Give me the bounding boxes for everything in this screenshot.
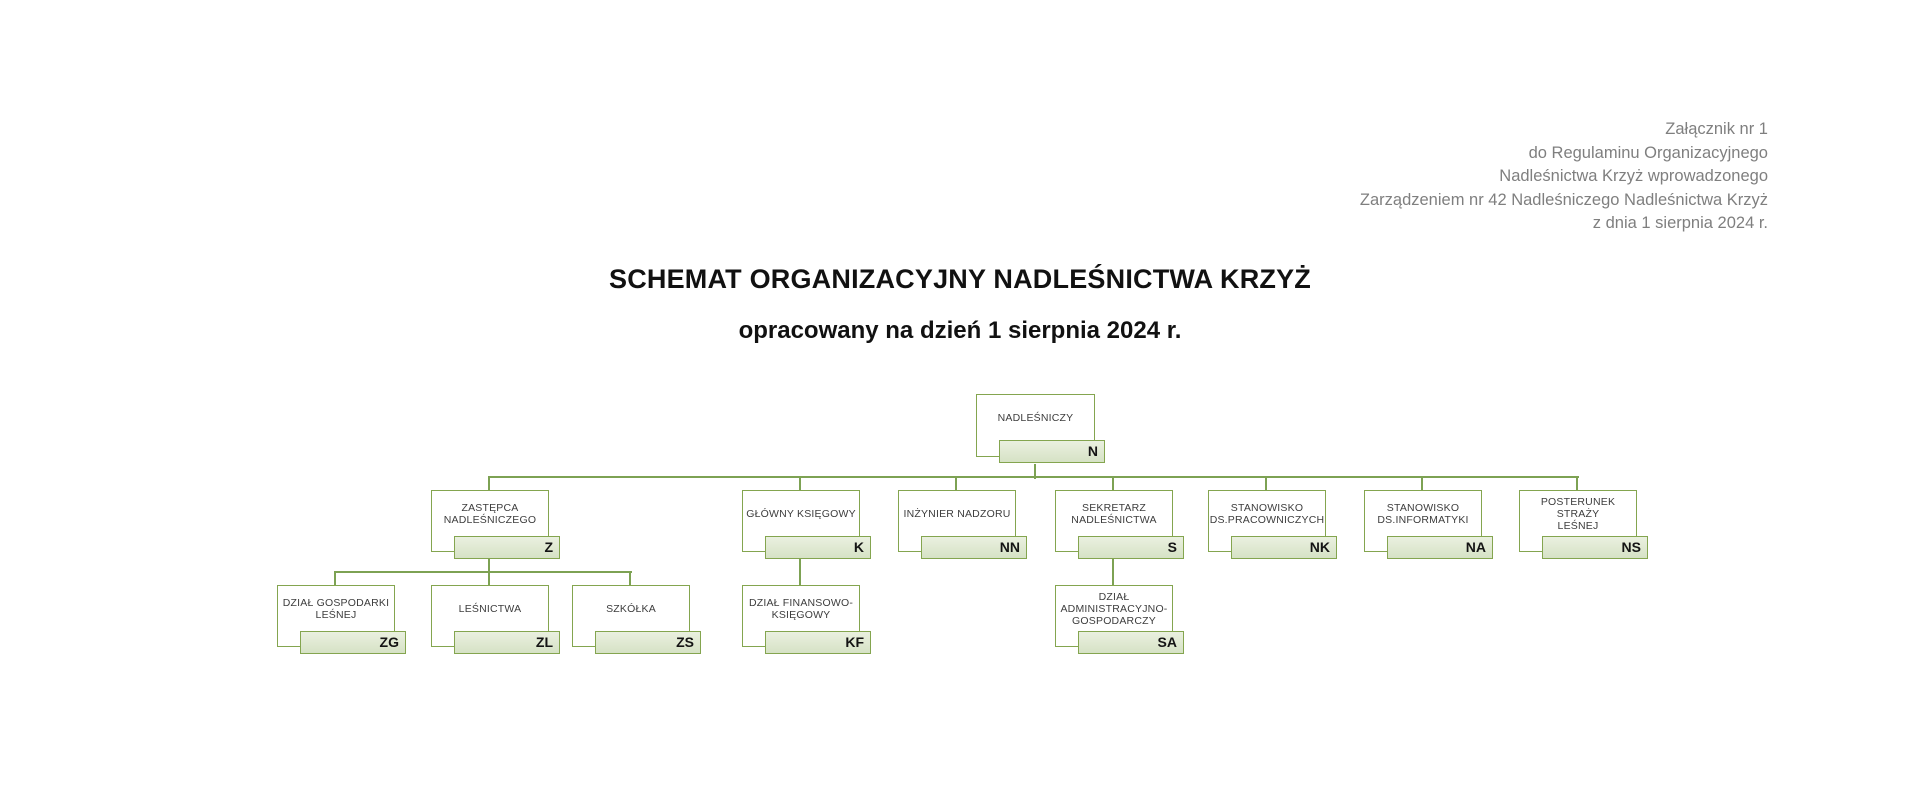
org-node-kf: DZIAŁ FINANSOWO- KSIĘGOWY KF bbox=[742, 585, 871, 654]
org-node-label: LEŚNICTWA bbox=[458, 602, 522, 615]
annotation-line: Załącznik nr 1 bbox=[1665, 120, 1768, 138]
connector-line-vertical bbox=[1112, 477, 1114, 490]
org-node-n: NADLEŚNICZY N bbox=[976, 394, 1105, 463]
org-node-label: DZIAŁ FINANSOWO- KSIĘGOWY bbox=[748, 596, 854, 621]
connector-line-vertical bbox=[799, 559, 801, 585]
org-node-label: GŁÓWNY KSIĘGOWY bbox=[746, 507, 856, 520]
connector-line-vertical bbox=[1576, 477, 1578, 490]
org-node-k: GŁÓWNY KSIĘGOWY K bbox=[742, 490, 871, 559]
org-node-label: INŻYNIER NADZORU bbox=[903, 507, 1011, 520]
annotation-line: z dnia 1 sierpnia 2024 r. bbox=[1592, 214, 1768, 232]
org-node-label: STANOWISKO DS.INFORMATYKI bbox=[1377, 501, 1469, 526]
connector-line-vertical bbox=[488, 559, 490, 574]
org-node-code-tab: SA bbox=[1078, 631, 1184, 654]
org-node-code-tab: K bbox=[765, 536, 871, 559]
org-node-code-tab: NN bbox=[921, 536, 1027, 559]
connector-line-vertical bbox=[1112, 559, 1114, 585]
org-node-code-tab: NK bbox=[1231, 536, 1337, 559]
connector-line-vertical bbox=[1265, 477, 1267, 490]
org-node-code-tab: ZG bbox=[300, 631, 406, 654]
connector-line-vertical bbox=[488, 572, 490, 585]
org-node-label: DZIAŁ GOSPODARKI LEŚNEJ bbox=[282, 596, 390, 621]
org-node-z: ZASTĘPCA NADLEŚNICZEGO Z bbox=[431, 490, 560, 559]
org-node-code-tab: NS bbox=[1542, 536, 1648, 559]
org-node-nn: INŻYNIER NADZORU NN bbox=[898, 490, 1027, 559]
org-node-code-tab: S bbox=[1078, 536, 1184, 559]
org-node-label: ZASTĘPCA NADLEŚNICZEGO bbox=[443, 501, 537, 526]
connector-line-vertical bbox=[955, 477, 957, 490]
org-node-code-tab: ZL bbox=[454, 631, 560, 654]
page-title: SCHEMAT ORGANIZACYJNY NADLEŚNICTWA KRZYŻ bbox=[608, 264, 1311, 294]
org-node-label: SEKRETARZ NADLEŚNICTWA bbox=[1071, 501, 1157, 526]
org-node-s: SEKRETARZ NADLEŚNICTWA S bbox=[1055, 490, 1184, 559]
org-node-label: DZIAŁ ADMINISTRACYJNO- GOSPODARCZY bbox=[1060, 590, 1168, 627]
connector-line-vertical bbox=[629, 572, 631, 585]
connector-line-horizontal bbox=[488, 476, 1579, 478]
org-node-zs: SZKÓŁKA ZS bbox=[572, 585, 701, 654]
org-node-label: STANOWISKO DS.PRACOWNICZYCH bbox=[1209, 501, 1325, 526]
connector-line-horizontal bbox=[334, 571, 632, 573]
org-node-zg: DZIAŁ GOSPODARKI LEŚNEJ ZG bbox=[277, 585, 406, 654]
annotation-line: Zarządzeniem nr 42 Nadleśniczego Nadleśn… bbox=[1359, 190, 1768, 209]
org-node-zl: LEŚNICTWA ZL bbox=[431, 585, 560, 654]
title-block: SCHEMAT ORGANIZACYJNY NADLEŚNICTWA KRZYŻ… bbox=[0, 264, 1920, 345]
org-node-code-tab: ZS bbox=[595, 631, 701, 654]
org-node-sa: DZIAŁ ADMINISTRACYJNO- GOSPODARCZY SA bbox=[1055, 585, 1184, 654]
annotation-line: do Regulaminu Organizacyjnego bbox=[1528, 143, 1768, 162]
connector-line-vertical bbox=[799, 477, 801, 490]
org-node-label: SZKÓŁKA bbox=[606, 602, 656, 615]
connector-line-vertical bbox=[1421, 477, 1423, 490]
org-node-nk: STANOWISKO DS.PRACOWNICZYCH NK bbox=[1208, 490, 1337, 559]
org-node-code-tab: NA bbox=[1387, 536, 1493, 559]
annotation-line: Nadleśnictwa Krzyż wprowadzonego bbox=[1499, 167, 1768, 185]
org-node-code-tab: Z bbox=[454, 536, 560, 559]
connector-line-vertical bbox=[334, 572, 336, 585]
org-node-label: POSTERUNEK STRAŻY LEŚNEJ bbox=[1540, 495, 1616, 532]
org-node-code-tab: N bbox=[999, 440, 1105, 463]
org-node-ns: POSTERUNEK STRAŻY LEŚNEJ NS bbox=[1519, 490, 1648, 559]
org-node-label: NADLEŚNICZY bbox=[997, 411, 1074, 424]
connector-line-vertical bbox=[1034, 464, 1036, 479]
org-node-na: STANOWISKO DS.INFORMATYKI NA bbox=[1364, 490, 1493, 559]
connector-line-vertical bbox=[488, 477, 490, 490]
attachment-annotation: Załącznik nr 1 do Regulaminu Organizacyj… bbox=[1360, 118, 1768, 236]
org-node-code-tab: KF bbox=[765, 631, 871, 654]
page-subtitle: opracowany na dzień 1 sierpnia 2024 r. bbox=[738, 317, 1182, 344]
